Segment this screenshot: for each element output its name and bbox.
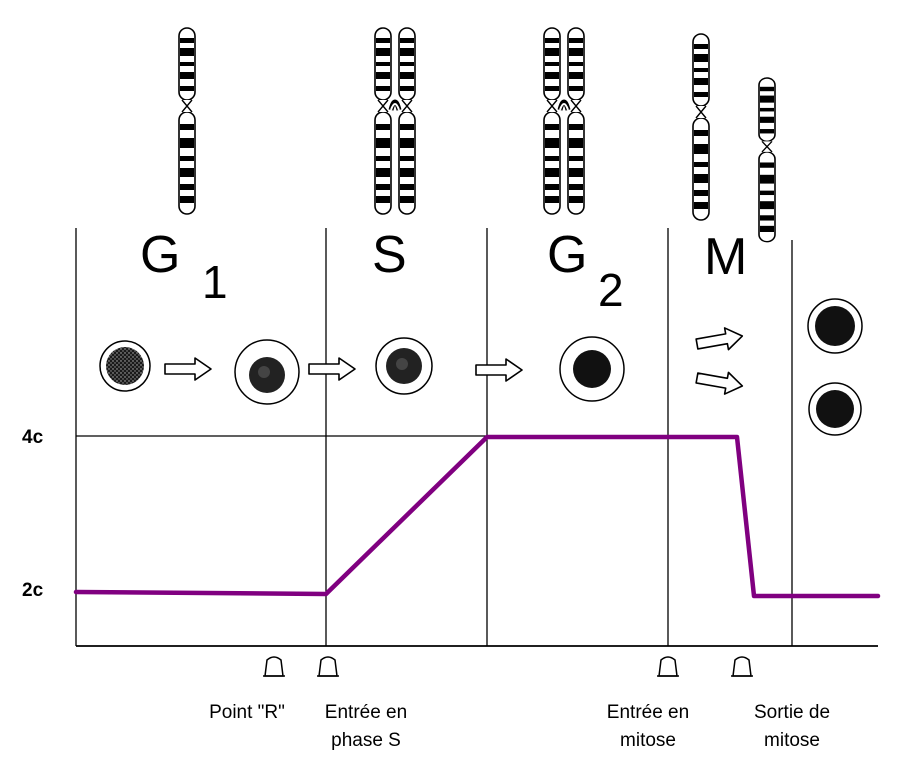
level-2c-label: 2c — [22, 580, 44, 601]
arrow-m1-icon — [694, 324, 746, 356]
cell-g2-icon — [559, 336, 625, 402]
cell-s-icon — [375, 337, 433, 395]
event-entree-mitose-line2: mitose — [620, 730, 676, 751]
event-entree-s-line2: phase S — [331, 730, 401, 751]
chromosome-g1-icon — [178, 27, 196, 215]
event-point-r-label: Point "R" — [209, 702, 285, 723]
marker-point-r-icon — [262, 656, 286, 677]
chromosome-m1-icon — [692, 33, 710, 221]
cell-g1-late-icon — [234, 339, 300, 405]
chromosome-s-icon — [375, 28, 415, 214]
level-4c-label: 4c — [22, 427, 44, 448]
daughter-cell-bottom-icon — [808, 382, 862, 436]
dna-content-curve — [73, 434, 881, 599]
arrow-m2-icon — [694, 366, 746, 398]
event-sortie-mitose-line2: mitose — [764, 730, 820, 751]
chromosome-m2-icon — [758, 77, 776, 243]
phase-g2-sub: 2 — [598, 264, 624, 316]
event-entree-mitose-line1: Entrée en — [607, 702, 689, 723]
arrow-1-icon — [164, 357, 212, 381]
arrow-3-icon — [475, 358, 523, 382]
arrow-2-icon — [308, 357, 356, 381]
daughter-cell-top-icon — [807, 298, 863, 354]
phase-g2-letter: G — [547, 226, 587, 284]
phase-s-label: S — [372, 226, 407, 284]
chromosome-g2-icon — [544, 28, 584, 214]
event-sortie-mitose-line1: Sortie de — [754, 702, 830, 723]
phase-m-label: M — [704, 228, 747, 286]
marker-sortie-mitose-icon — [730, 656, 754, 677]
cell-g1-early-icon — [99, 340, 151, 392]
phase-g1-letter: G — [140, 226, 180, 284]
marker-entree-mitose-icon — [656, 656, 680, 677]
phase-g1-sub: 1 — [202, 256, 228, 308]
event-entree-s-line1: Entrée en — [325, 702, 407, 723]
marker-entree-phase-s-icon — [316, 656, 340, 677]
